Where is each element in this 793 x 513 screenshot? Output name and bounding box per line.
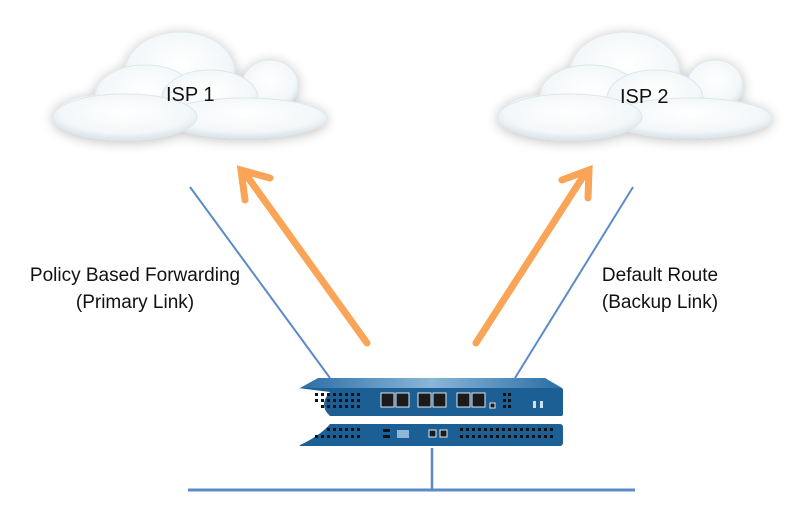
primary-link-label-line1: Policy Based Forwarding <box>29 265 241 286</box>
network-ports <box>380 392 496 409</box>
backup-link-line <box>514 186 634 379</box>
backup-link-label-line1: Default Route <box>601 265 719 286</box>
status-led <box>533 401 536 408</box>
backup-traffic-arrow <box>472 164 593 347</box>
isp1-label: ISP 1 <box>166 84 215 106</box>
backup-link-label-line2: (Backup Link) <box>601 292 719 313</box>
primary-link-label-line2: (Primary Link) <box>75 292 195 313</box>
primary-link-line <box>189 186 331 379</box>
vent-dots-left <box>315 393 360 438</box>
firewall-device <box>298 378 563 446</box>
backup-link-label: Default Route (Backup Link) <box>580 262 740 316</box>
mgmt-port <box>397 430 409 438</box>
primary-link-label: Policy Based Forwarding (Primary Link) <box>10 262 260 316</box>
isp2-label: ISP 2 <box>620 86 669 108</box>
vent-dots-right <box>460 428 553 438</box>
isp2-cloud <box>497 31 773 141</box>
isp1-cloud <box>52 31 328 141</box>
primary-traffic-arrow <box>236 165 371 347</box>
